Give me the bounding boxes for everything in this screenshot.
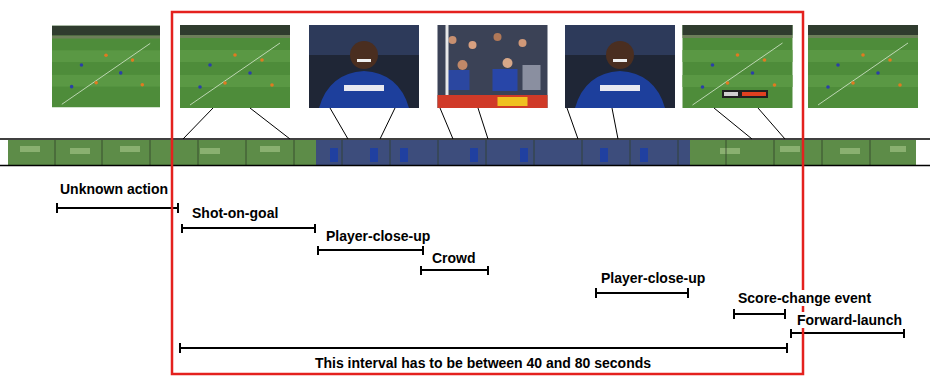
interval-note: This interval has to be between 40 and 8… (313, 355, 653, 371)
event-label: Score-change event (736, 290, 873, 306)
event-label: Player-close-up (324, 228, 432, 244)
event-label: Shot-on-goal (190, 205, 280, 221)
event-label: Player-close-up (599, 270, 707, 286)
event-label: Forward-launch (795, 312, 904, 328)
event-label: Unknown action (58, 181, 170, 197)
event-label: Crowd (430, 250, 478, 266)
